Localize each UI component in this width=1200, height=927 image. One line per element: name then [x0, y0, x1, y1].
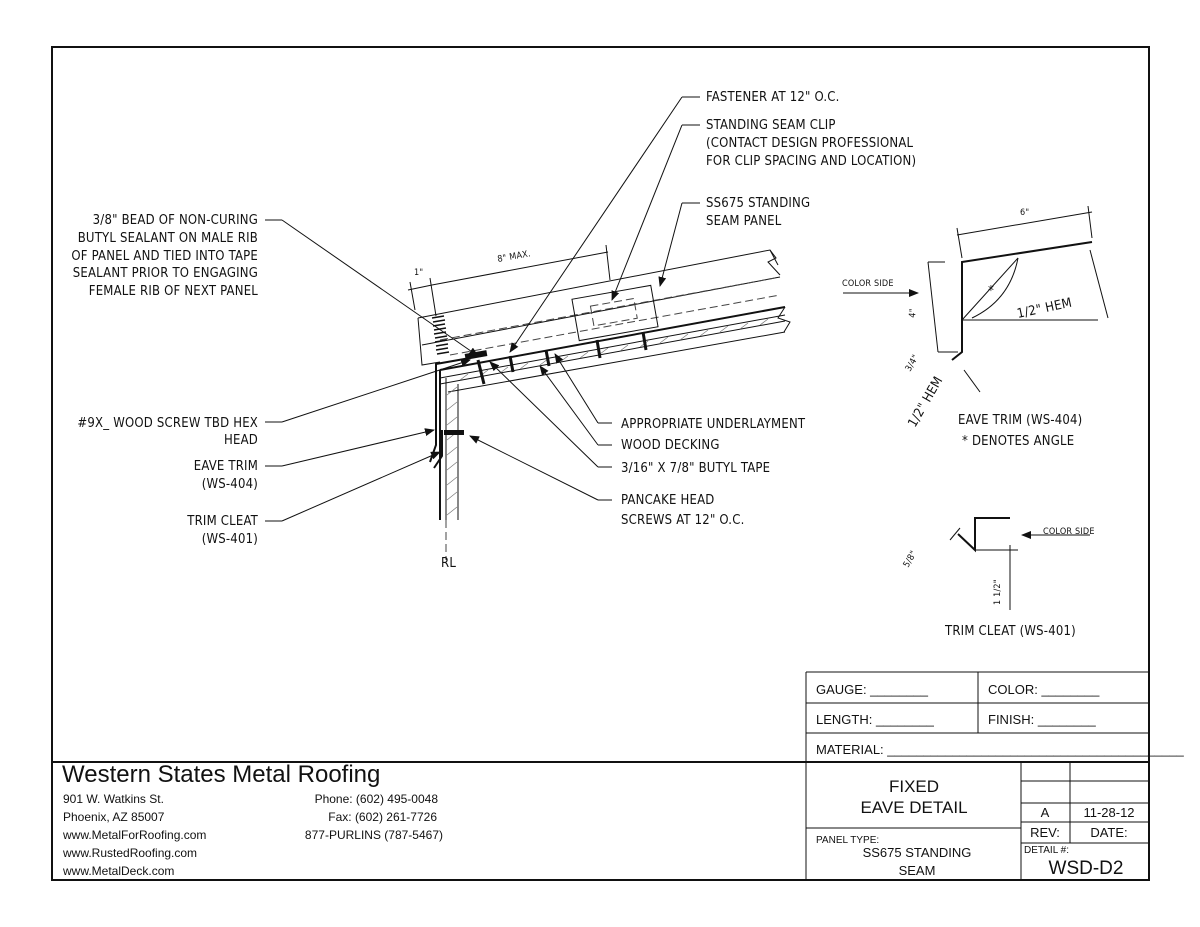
callout-panel-1: SS675 STANDING: [706, 196, 810, 211]
decking-hatch: [459, 318, 769, 381]
callout-trim-cleat-1: TRIM CLEAT: [186, 514, 258, 529]
callout-texts: FASTENER AT 12" O.C. STANDING SEAM CLIP …: [71, 90, 916, 547]
callout-sealant-5: FEMALE RIB OF NEXT PANEL: [89, 284, 259, 299]
eave-trim-title: EAVE TRIM (WS-404): [958, 413, 1082, 428]
callout-panel-2: SEAM PANEL: [706, 214, 782, 229]
decking-bottom: [439, 320, 786, 385]
rev-label: REV:: [1030, 825, 1060, 840]
panel-dash-lower: [449, 294, 781, 356]
detail-title-2: EAVE DETAIL: [860, 798, 967, 817]
field-finish: FINISH: ________: [988, 712, 1096, 727]
company-phone: Phone: (602) 495-0048: [315, 792, 439, 806]
company-address-2: Phoenix, AZ 85007: [63, 810, 165, 824]
panel-top-line: [417, 249, 779, 319]
decking-break: [777, 306, 791, 333]
detail-title-1: FIXED: [889, 777, 939, 796]
trim-cleat-profile: [433, 430, 443, 469]
sheet-border: [51, 46, 1150, 881]
trim-cleat-title: TRIM CLEAT (WS-401): [944, 624, 1076, 639]
eave-hem-bottom: 1/2" HEM: [905, 374, 946, 430]
callout-fastener: FASTENER AT 12" O.C.: [706, 90, 840, 105]
date-value: 11-28-12: [1083, 805, 1134, 820]
roof-section: RL: [417, 249, 791, 571]
callout-sealant-3: OF PANEL AND TIED INTO TAPE: [71, 249, 258, 264]
callout-wood-screw-1: #9X_ WOOD SCREW TBD HEX: [77, 416, 258, 431]
decking-top: [439, 314, 786, 379]
company-name: Western States Metal Roofing: [62, 761, 380, 788]
callout-pancake-2: SCREWS AT 12" O.C.: [621, 513, 745, 528]
panel-break: [767, 249, 781, 276]
callout-trim-cleat-2: (WS-401): [202, 532, 258, 547]
eave-dim-three-quarter: 3/4": [904, 353, 921, 373]
callout-clip-2: (CONTACT DESIGN PROFESSIONAL: [706, 136, 914, 151]
callout-clip-1: STANDING SEAM CLIP: [706, 118, 836, 133]
title-block: GAUGE: ________ COLOR: ________ LENGTH: …: [52, 671, 1184, 880]
callout-eave-trim-1: EAVE TRIM: [194, 459, 258, 474]
underlayment-line: [439, 306, 786, 371]
fasteners: [476, 331, 648, 385]
callout-eave-trim-2: (WS-404): [202, 477, 258, 492]
dimensions-main: 1" 8" MAX.: [407, 244, 611, 317]
field-length: LENGTH: ________: [816, 712, 935, 727]
company-fax: Fax: (602) 261-7726: [328, 810, 437, 824]
callout-pancake-1: PANCAKE HEAD: [621, 493, 715, 508]
panel-type-line-1: SS675 STANDING: [863, 845, 972, 860]
callout-butyl-tape: 3/16" X 7/8" BUTYL TAPE: [621, 461, 770, 476]
eave-dim-four: 4": [908, 308, 919, 318]
cleat-dim-five-eighth: 5/8": [902, 549, 919, 569]
cleat-dim-one-half: 1 1/2": [993, 579, 1003, 605]
sealant-rib-hatch: [431, 315, 450, 355]
callout-decking: WOOD DECKING: [621, 438, 720, 453]
panel-type-label: PANEL TYPE:: [816, 835, 879, 846]
rev-value: A: [1041, 805, 1050, 820]
company-web-2: www.RustedRoofing.com: [62, 846, 197, 860]
detail-number-value: WSD-D2: [1049, 858, 1124, 879]
cleat-color-side: COLOR SIDE: [1043, 527, 1095, 537]
callout-clip-3: FOR CLIP SPACING AND LOCATION): [706, 154, 916, 169]
date-label: DATE:: [1090, 825, 1127, 840]
callout-sealant-2: BUTYL SEALANT ON MALE RIB: [78, 231, 258, 246]
callout-wood-screw-2: HEAD: [224, 433, 258, 448]
centerline-label: RL: [441, 556, 456, 571]
leaders: [265, 96, 700, 522]
company-web-1: www.MetalForRoofing.com: [62, 828, 206, 842]
eave-trim-note: * DENOTES ANGLE: [962, 434, 1074, 449]
company-address-1: 901 W. Watkins St.: [63, 792, 164, 806]
eave-color-side: COLOR SIDE: [842, 279, 894, 289]
standing-seam-clip: [571, 284, 659, 342]
callout-sealant-4: SEALANT PRIOR TO ENGAGING: [73, 266, 258, 281]
field-color: COLOR: ________: [988, 682, 1100, 697]
panel-bottom-line: [421, 276, 781, 346]
dim-eight-max: 8" MAX.: [497, 249, 532, 265]
pancake-screw: [444, 430, 464, 435]
field-gauge: GAUGE: ________: [816, 682, 929, 697]
eave-hem-top: 1/2" HEM: [1016, 296, 1074, 322]
company-web-3: www.MetalDeck.com: [62, 864, 174, 878]
dim-one-inch: 1": [414, 268, 423, 278]
clip-inner: [589, 297, 638, 327]
detail-number-label: DETAIL #:: [1024, 845, 1069, 856]
company-tollfree: 877-PURLINS (787-5467): [305, 828, 443, 842]
eave-dim-six: 6": [1020, 208, 1029, 218]
decking-lower: [447, 331, 786, 393]
fascia-hatch: [446, 386, 458, 516]
trim-cleat-detail: 5/8" 1 1/2" COLOR SIDE TRIM CLEAT (WS-40…: [902, 517, 1095, 639]
panel-dash-upper: [439, 277, 776, 341]
panel-end: [417, 317, 441, 366]
eave-trim-detail: 6" 4" 3/4" 1/2" HEM 1/2" HEM COLOR SIDE …: [842, 205, 1109, 449]
panel-type-line-2: SEAM: [899, 863, 936, 878]
callout-underlayment: APPROPRIATE UNDERLAYMENT: [621, 417, 806, 432]
eave-angle-mark: *: [988, 284, 994, 299]
field-material: MATERIAL: ______________________________…: [816, 742, 1184, 757]
callout-sealant-1: 3/8" BEAD OF NON-CURING: [93, 213, 258, 228]
